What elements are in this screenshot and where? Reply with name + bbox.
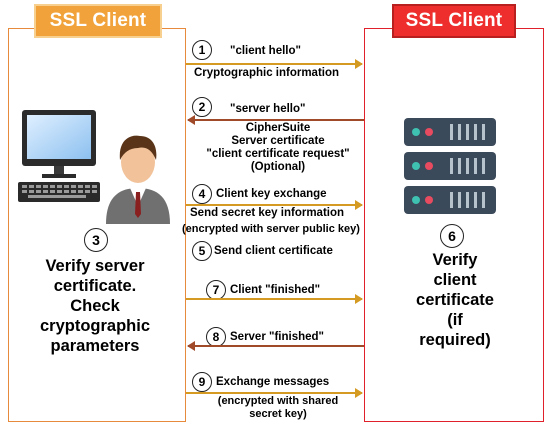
client-verify-text: Verify server certificate. Check cryptog… bbox=[20, 256, 170, 356]
server-verify-line: Verify bbox=[432, 251, 478, 269]
client-verify-line: Check bbox=[70, 297, 120, 315]
message-1-line-2: Cryptographic information bbox=[194, 67, 340, 79]
client-verify-line: certificate. bbox=[53, 277, 137, 295]
message-9-details: (encrypted with shared secret key) bbox=[196, 395, 360, 421]
message-4-arrow bbox=[186, 200, 363, 210]
message-number-2: 2 bbox=[192, 97, 212, 117]
client-verify-line: Verify server bbox=[45, 257, 145, 275]
client-panel bbox=[8, 28, 186, 422]
server-verify-line: required) bbox=[419, 331, 491, 349]
message-7-line-1: Client "finished" bbox=[230, 284, 321, 296]
message-9-line-3: secret key) bbox=[249, 408, 307, 420]
message-9-arrow bbox=[186, 388, 363, 398]
server-verify-text: Verify client certificate (if required) bbox=[380, 250, 530, 350]
message-1-line-1: "client hello" bbox=[230, 45, 301, 57]
message-7-arrow bbox=[186, 294, 363, 304]
client-header: SSL Client bbox=[34, 4, 162, 38]
message-2-line-5: (Optional) bbox=[250, 161, 306, 173]
message-2-arrow bbox=[187, 115, 364, 125]
message-2-line-4: "client certificate request" bbox=[206, 148, 350, 160]
message-2-details: CipherSuite Server certificate "client c… bbox=[196, 122, 360, 174]
server-verify-line: client bbox=[433, 271, 477, 289]
step-number-3: 3 bbox=[84, 228, 108, 252]
message-9-line-2: (encrypted with shared bbox=[217, 395, 339, 407]
message-5-line-1: Send client certificate bbox=[214, 245, 333, 257]
message-4-line-1: Client key exchange bbox=[216, 188, 327, 200]
client-verify-line: parameters bbox=[50, 337, 140, 355]
message-4-line-3: (encrypted with server public key) bbox=[182, 223, 360, 235]
message-number-5: 5 bbox=[192, 241, 212, 261]
user-icon bbox=[106, 135, 170, 224]
message-9-line-1: Exchange messages bbox=[216, 376, 330, 388]
message-number-1: 1 bbox=[192, 40, 212, 60]
message-2-line-3: Server certificate bbox=[231, 135, 325, 147]
server-verify-line: (if bbox=[447, 311, 463, 329]
message-2-line-2: CipherSuite bbox=[245, 122, 311, 134]
message-number-4: 4 bbox=[192, 184, 212, 204]
message-number-8: 8 bbox=[206, 327, 226, 347]
client-verify-line: cryptographic bbox=[39, 317, 151, 335]
server-header: SSL Client bbox=[392, 4, 516, 38]
message-4-line-2: Send secret key information bbox=[190, 207, 345, 219]
message-1-arrow bbox=[186, 59, 363, 69]
message-8-line-1: Server "finished" bbox=[230, 331, 324, 343]
message-2-line-1: "server hello" bbox=[230, 103, 306, 115]
server-rack-icon bbox=[404, 118, 496, 214]
desktop-computer-icon bbox=[18, 110, 100, 202]
message-8-arrow bbox=[187, 341, 364, 351]
step-number-6: 6 bbox=[440, 224, 464, 248]
server-verify-line: certificate bbox=[416, 291, 494, 309]
message-number-7: 7 bbox=[206, 280, 226, 300]
message-number-9: 9 bbox=[192, 372, 212, 392]
